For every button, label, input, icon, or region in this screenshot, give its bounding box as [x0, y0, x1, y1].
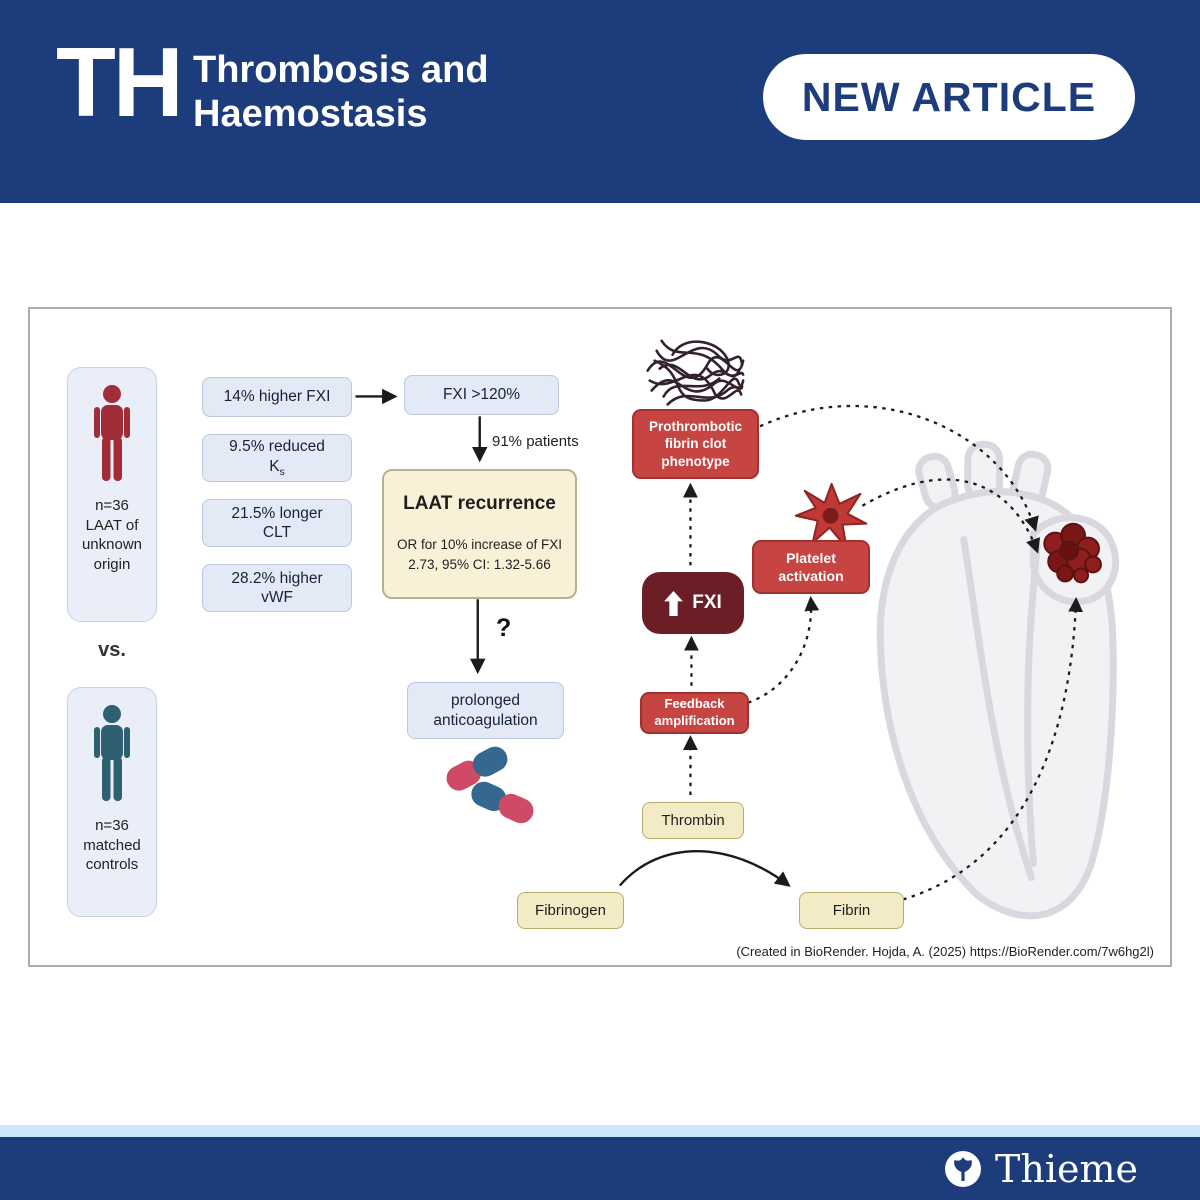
stat-ks-box: 9.5% reduced Ks [202, 434, 352, 482]
cohort-control-box: n=36 matched controls [67, 687, 157, 917]
footer-bar: Thieme [0, 1137, 1200, 1200]
fibrinogen-label: Fibrinogen [535, 902, 606, 919]
capsules-icon [446, 746, 534, 824]
laat-recurrence-title: LAAT recurrence [403, 493, 556, 514]
cohort-case-box: n=36 LAAT of unknown origin [67, 367, 157, 622]
stat-clt-box: 21.5% longer CLT [202, 499, 352, 547]
thieme-tree-icon [945, 1150, 982, 1187]
thieme-wordmark: Thieme [995, 1146, 1138, 1191]
platelet-icon [794, 482, 868, 549]
laa-thrombus-icon [1043, 522, 1102, 584]
question-mark: ? [496, 614, 512, 642]
up-arrow-icon [664, 590, 684, 616]
fxi-increase-label: FXI [692, 592, 722, 613]
footer-light-strip [0, 1125, 1200, 1137]
thrombin-label: Thrombin [661, 812, 725, 829]
cohort-control-label: n=36 matched controls [83, 817, 141, 873]
graphical-abstract: n=36 LAAT of unknown origin vs. n=36 mat… [28, 307, 1172, 967]
versus-label: vs. [98, 639, 126, 661]
fxi-threshold-label: FXI >120% [442, 386, 521, 404]
fxi-threshold-box: FXI >120% [404, 375, 559, 415]
new-article-badge: NEW ARTICLE [763, 54, 1135, 140]
stat-label: 9.5% reduced K [229, 438, 325, 475]
stat-label: 21.5% longer CLT [231, 504, 323, 541]
feedback-amplification-label: Feedback amplification [654, 696, 735, 728]
stat-subscript: s [279, 465, 285, 478]
journal-title: Thrombosis and Haemostasis [193, 49, 489, 136]
header-bar: TH Thrombosis and Haemostasis NEW ARTICL… [0, 0, 1200, 203]
heart-illustration [876, 440, 1120, 920]
stat-label: 14% higher FXI [223, 388, 331, 406]
prolonged-anticoagulation-label: prolonged anticoagulation [433, 692, 538, 729]
person-case-icon [94, 385, 130, 481]
patients-note: 91% patients [492, 433, 579, 450]
laat-recurrence-box: LAAT recurrence OR for 10% increase of F… [382, 469, 577, 599]
fibrin-clot-image [646, 339, 745, 406]
figure-caption: (Created in BioRender. Hojda, A. (2025) … [736, 944, 1154, 959]
prothrombotic-box: Prothrombotic fibrin clot phenotype [632, 409, 759, 479]
fxi-increase-box: FXI [642, 572, 744, 634]
fibrin-label: Fibrin [832, 902, 871, 919]
stat-label: 28.2% higher vWF [231, 569, 323, 606]
person-control-icon [94, 705, 130, 801]
figure-art-layer [355, 339, 1120, 920]
feedback-amplification-box: Feedback amplification [640, 692, 749, 734]
platelet-activation-label: Platelet activation [778, 549, 844, 584]
stat-fxi-box: 14% higher FXI [202, 377, 352, 417]
prothrombotic-label: Prothrombotic fibrin clot phenotype [649, 418, 742, 469]
laat-recurrence-detail: OR for 10% increase of FXI 2.73, 95% CI:… [396, 537, 563, 573]
thrombin-box: Thrombin [642, 802, 744, 839]
fibrinogen-box: Fibrinogen [517, 892, 624, 929]
platelet-activation-box: Platelet activation [752, 540, 870, 594]
cohort-case-label: n=36 LAAT of unknown origin [81, 497, 143, 573]
prolonged-anticoagulation-box: prolonged anticoagulation [407, 682, 564, 739]
stat-vwf-box: 28.2% higher vWF [202, 564, 352, 612]
dotted-arrows [683, 404, 1084, 901]
fibrin-box: Fibrin [799, 892, 904, 929]
journal-logo: TH [56, 27, 184, 137]
